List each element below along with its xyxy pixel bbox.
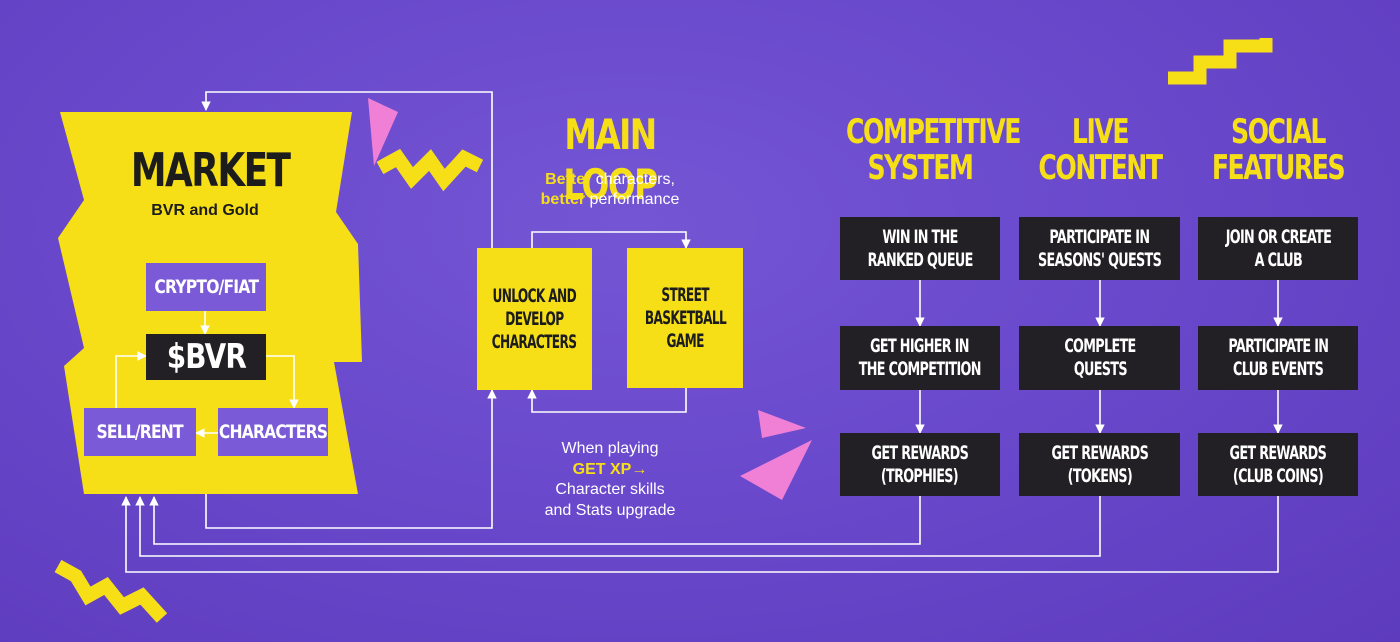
social-step-1-line-2: A CLUB [1254,248,1302,271]
competitive-step-1-line-1: WIN IN THE [882,225,958,248]
pink-triangle-low [740,440,812,500]
unlock-line-1: UNLOCK AND [492,284,577,307]
unlock-develop-box: UNLOCK AND DEVELOP CHARACTERS [477,248,592,390]
street-line-2: BASKETBALL [644,306,726,329]
competitive-step-3-line-1: GET REWARDS [871,441,969,464]
street-basketball-box: STREET BASKETBALL GAME [627,248,743,388]
sell-rent-label: SELL/RENT [96,421,184,443]
unlock-line-2: DEVELOP [505,307,564,330]
main-loop-subtitle: Better characters, better performance [500,170,720,210]
arrow-street-to-unlock [527,388,687,413]
social-step-3-label: GET REWARDS(CLUB COINS) [1219,442,1337,488]
social-step-2-line-1: PARTICIPATE IN [1228,335,1329,357]
zigzag-decoration-top [376,148,484,192]
connector-trophies-to-market [149,496,921,545]
connector-clubcoins-to-market [121,496,1279,573]
live-step-3: GET REWARDS(TOKENS) [1019,433,1180,496]
unlock-develop-label: UNLOCK AND DEVELOP CHARACTERS [482,285,588,354]
live-step-2-line-2: QUESTS [1072,358,1127,380]
subtitle-text-2: performance [585,191,680,208]
connector-market-to-unlock [205,389,497,529]
social-step-3-line-1: GET REWARDS [1229,441,1327,464]
social-title-line-1: SOCIAL [1231,112,1326,152]
subtitle-highlight-better: Better [545,171,592,188]
street-basketball-label: STREET BASKETBALL GAME [634,284,736,353]
arrow-bvr-to-characters [266,355,299,409]
market-subtitle: BVR and Gold [151,202,259,219]
unlock-line-3: CHARACTERS [492,330,577,353]
live-step-1-line-1: PARTICIPATE IN [1049,225,1151,248]
zigzag-decoration-bottom-left [54,559,168,623]
live-content-title: LIVE CONTENT [1026,114,1174,186]
stair-decoration-top-right [1168,38,1273,85]
crypto-fiat-box: CRYPTO/FIAT [146,263,266,311]
main-loop-title: MAIN LOOP [563,110,658,209]
arrow-sell-to-bvr [115,351,147,408]
xp-note-line-1: When playing [561,440,659,457]
live-step-3-line-1: GET REWARDS [1051,441,1148,464]
street-line-1: STREET [661,283,709,306]
live-step-1-line-2: SEASONS' QUESTS [1037,248,1162,271]
xp-note-highlight: GET XP→ [572,460,648,478]
xp-note-line-3: Character skills [555,481,665,498]
characters-label: CHARACTERS [218,421,328,443]
connector-unlock-to-market [201,91,493,248]
competitive-step-2-line-2: THE COMPETITION [858,358,982,380]
xp-note: When playing GET XP→ Character skills an… [510,439,710,521]
social-title-line-2: FEATURES [1211,148,1346,188]
competitive-title-line-1: COMPETITIVE [846,112,1021,152]
street-line-3: GAME [666,329,704,352]
live-step-2-line-1: COMPLETE [1063,335,1136,357]
characters-box: CHARACTERS [218,408,328,456]
market-title: MARKET [130,143,291,197]
live-step-3-line-2: (TOKENS) [1067,464,1132,487]
competitive-system-title: COMPETITIVE SYSTEM [846,114,1021,188]
xp-note-line-4: and Stats upgrade [544,501,676,519]
social-step-3: GET REWARDS(CLUB COINS) [1198,433,1358,496]
live-title-line-1: LIVE [1071,112,1130,152]
live-title-line-2: CONTENT [1038,148,1163,188]
arrow-unlock-to-street [531,231,691,249]
social-step-3-line-2: (CLUB COINS) [1232,464,1324,487]
sell-rent-box: SELL/RENT [84,408,196,456]
competitive-step-3-label: GET REWARDS(TROPHIES) [861,442,979,488]
bvr-box: $BVR [146,334,266,380]
subtitle-highlight-better-2: better [540,191,586,208]
pink-triangle-top [368,98,398,166]
competitive-step-2-line-1: GET HIGHER IN [870,335,970,357]
competitive-title-line-2: SYSTEM [867,148,974,188]
social-step-1-line-1: JOIN OR CREATE [1225,225,1331,248]
social-features-title: SOCIAL FEATURES [1204,114,1352,186]
competitive-step-1-line-2: RANKED QUEUE [867,248,973,271]
live-step-3-label: GET REWARDS(TOKENS) [1041,442,1159,488]
connector-tokens-to-market [135,496,1101,557]
subtitle-text-1: characters, [591,171,675,188]
pink-triangle-mid [758,410,806,438]
competitive-step-3-line-2: (TROPHIES) [881,464,959,487]
competitive-step-3: GET REWARDS(TROPHIES) [840,433,1000,496]
crypto-fiat-label: CRYPTO/FIAT [154,276,259,298]
bvr-label: $BVR [166,337,246,377]
social-step-2-line-2: CLUB EVENTS [1232,358,1324,380]
